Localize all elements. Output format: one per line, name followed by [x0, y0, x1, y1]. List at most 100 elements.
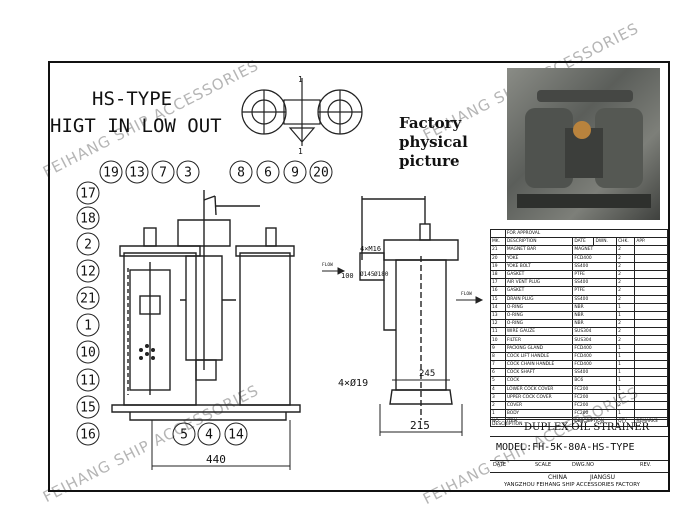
bom-item: COVER: [504, 400, 574, 411]
bom-item: YOKE BOLT: [504, 261, 574, 271]
bom-material: FC200: [572, 409, 618, 419]
bom-remark: [634, 294, 668, 304]
bom-qty: 2: [616, 245, 636, 255]
caption-line-3: picture: [399, 152, 460, 170]
dim-overall: [151, 420, 291, 470]
dim-base-holes: 4×Ø19: [338, 377, 368, 389]
bom-qty: 2: [616, 327, 636, 337]
bom-item: AIR VENT PLUG: [504, 278, 574, 288]
bom-col-item: ITEM: [504, 417, 574, 427]
bom-approval-col: APP.: [634, 237, 668, 247]
flow-heading: HIGT IN LOW OUT: [50, 115, 222, 137]
bom-remark: [634, 302, 668, 312]
bom-qty: 1: [616, 368, 636, 378]
bom-material: NBR: [572, 310, 618, 321]
bom-item: LOWER COCK COVER: [504, 384, 574, 394]
bom-remark: [634, 261, 668, 271]
bom-item: MAGNET BAR: [504, 245, 574, 255]
bom-qty: 2: [616, 278, 636, 288]
bom-qty: 2: [616, 269, 636, 280]
bom-approval-row: FOR APPROVAL: [490, 228, 669, 239]
bom-material: FC200: [572, 392, 618, 402]
bom-remark: [634, 351, 668, 362]
bom-item: COCK LIFT HANDLE: [504, 351, 574, 362]
bom-remark: [634, 335, 668, 345]
bom-remark: [634, 245, 668, 255]
bom-item: O-RING: [504, 319, 574, 329]
bom-no: 13: [490, 310, 506, 321]
bom-qty: 2: [616, 335, 636, 345]
bom-no: 12: [490, 319, 506, 329]
bom-no: 9: [490, 343, 506, 353]
bom-item: FILTER: [504, 335, 574, 345]
scale-label: SCALE: [535, 462, 552, 468]
magnet-symbol: [139, 344, 155, 360]
dim-overall-label: 440: [206, 453, 226, 466]
bom-no: 8: [490, 351, 506, 362]
bom-material: PTFE: [572, 269, 618, 280]
view-mark-top: 1: [298, 75, 303, 84]
view-mark-bottom: 1: [298, 147, 303, 156]
bom-remark: [634, 327, 668, 337]
dim-d2: Ø180: [374, 271, 389, 278]
bom-qty: 2: [616, 319, 636, 329]
bom-qty: 1: [616, 392, 636, 402]
dim-d1: Ø145: [360, 271, 375, 278]
bom-remark: [634, 286, 668, 296]
section-view: [111, 190, 301, 421]
bom-qty: 2: [616, 400, 636, 411]
bom-approval-mark: [490, 228, 506, 239]
bom-material: FCD400: [572, 359, 618, 370]
bom-qty: 1: [616, 343, 636, 353]
bom-item: COCK CHAIN HANDLE: [504, 359, 574, 370]
bom-item: GASKET: [504, 269, 574, 280]
province-label: JIANGSU: [590, 474, 615, 481]
bom-no: 14: [490, 302, 506, 312]
bom-remark: [634, 310, 668, 321]
bom-material: PTFE: [572, 286, 618, 296]
bom-remark: [634, 376, 668, 386]
bom-remark: [634, 343, 668, 353]
bom-remark: [634, 278, 668, 288]
bom-approval-title: FOR APPROVAL: [504, 228, 669, 239]
bom-item: O-RING: [504, 310, 574, 321]
bom-remark: [634, 359, 668, 370]
product-name: DUPLEX OIL STRAINER: [524, 422, 650, 433]
bom-remark: [634, 253, 668, 263]
bom-no: 6: [490, 368, 506, 378]
bom-no: 16: [490, 286, 506, 296]
plan-view: [241, 78, 363, 146]
bom-approval-col: CHK.: [616, 237, 636, 247]
bom-no: 7: [490, 359, 506, 370]
bom-qty: 1: [616, 409, 636, 419]
bom-item: COCK SHAFT: [504, 368, 574, 378]
bom-no: 3: [490, 392, 506, 402]
bom-qty: 2: [616, 261, 636, 271]
desc-label: DESCRIPTION: [492, 422, 523, 427]
country-label: CHINA: [548, 474, 568, 481]
bom-material: SUS304: [572, 335, 618, 345]
caption-line-1: Factory: [399, 114, 462, 132]
bom-no: 10: [490, 335, 506, 345]
bom-approval-col: MK.: [490, 237, 506, 247]
bom-no: 17: [490, 278, 506, 288]
strainer-photo-image: [517, 90, 651, 208]
bom-approval-col: DATE: [572, 237, 595, 247]
bom-material: FC200: [572, 384, 618, 394]
bom-material: SS400: [572, 261, 618, 271]
dim-foot-label: 215: [410, 419, 430, 432]
